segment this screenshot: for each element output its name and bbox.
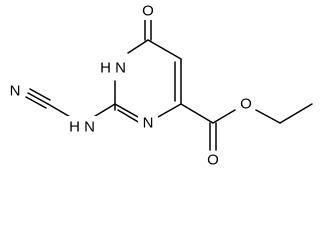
atom-label-nh-amino: H N bbox=[69, 119, 95, 136]
bond-c2-nh bbox=[91, 103, 116, 119]
atom-labels: O H N N N H N O O bbox=[5, 2, 255, 169]
atom-mask bbox=[237, 95, 255, 113]
bond-c6-c5 bbox=[147, 39, 182, 60]
atom-mask bbox=[5, 81, 25, 101]
bond-nh-c bbox=[47, 103, 73, 119]
atom-label-o-ester-carbonyl: O bbox=[207, 152, 219, 169]
bond-ch2-ch3 bbox=[279, 103, 313, 124]
bond-c4-c-carboxyl bbox=[180, 103, 214, 124]
atom-n-ring: N bbox=[138, 113, 158, 133]
atom-label-n-nitrile: N bbox=[10, 83, 21, 100]
atom-mask bbox=[138, 113, 158, 133]
bond-c-n-triple-a bbox=[27, 92, 49, 105]
bonds bbox=[25, 16, 313, 151]
chemical-structure-diagram: O H N N N H N O O bbox=[5, 2, 313, 169]
bond-n3-c2-b bbox=[117, 109, 141, 124]
bond-c-n-triple-c bbox=[25, 96, 47, 109]
atom-mask bbox=[139, 2, 157, 20]
atom-label-o-ester-ether: O bbox=[240, 96, 252, 113]
bond-c6-n1 bbox=[127, 39, 149, 54]
atom-mask bbox=[62, 116, 102, 138]
bond-c-n-triple-b bbox=[29, 88, 51, 101]
atom-o-ester-ether: O bbox=[237, 95, 255, 113]
bond-n3-c2-a bbox=[114, 103, 139, 118]
atom-mask bbox=[93, 57, 133, 79]
atom-label-nh-ring: H N bbox=[100, 60, 126, 77]
atom-o-carbonyl: O bbox=[139, 2, 157, 20]
bond-c4-n3 bbox=[157, 103, 182, 118]
atom-n-nitrile: N bbox=[5, 81, 25, 101]
atom-label-n-ring: N bbox=[143, 115, 154, 132]
bond-o-ch2 bbox=[255, 109, 281, 124]
atom-nh-amino: H N bbox=[62, 116, 102, 138]
atom-o-ester-carbonyl: O bbox=[204, 151, 222, 169]
atom-label-o-carbonyl: O bbox=[142, 3, 154, 20]
atom-nh-ring: H N bbox=[93, 57, 133, 79]
atom-mask bbox=[204, 151, 222, 169]
bond-carboxyl-o-single bbox=[212, 109, 236, 124]
